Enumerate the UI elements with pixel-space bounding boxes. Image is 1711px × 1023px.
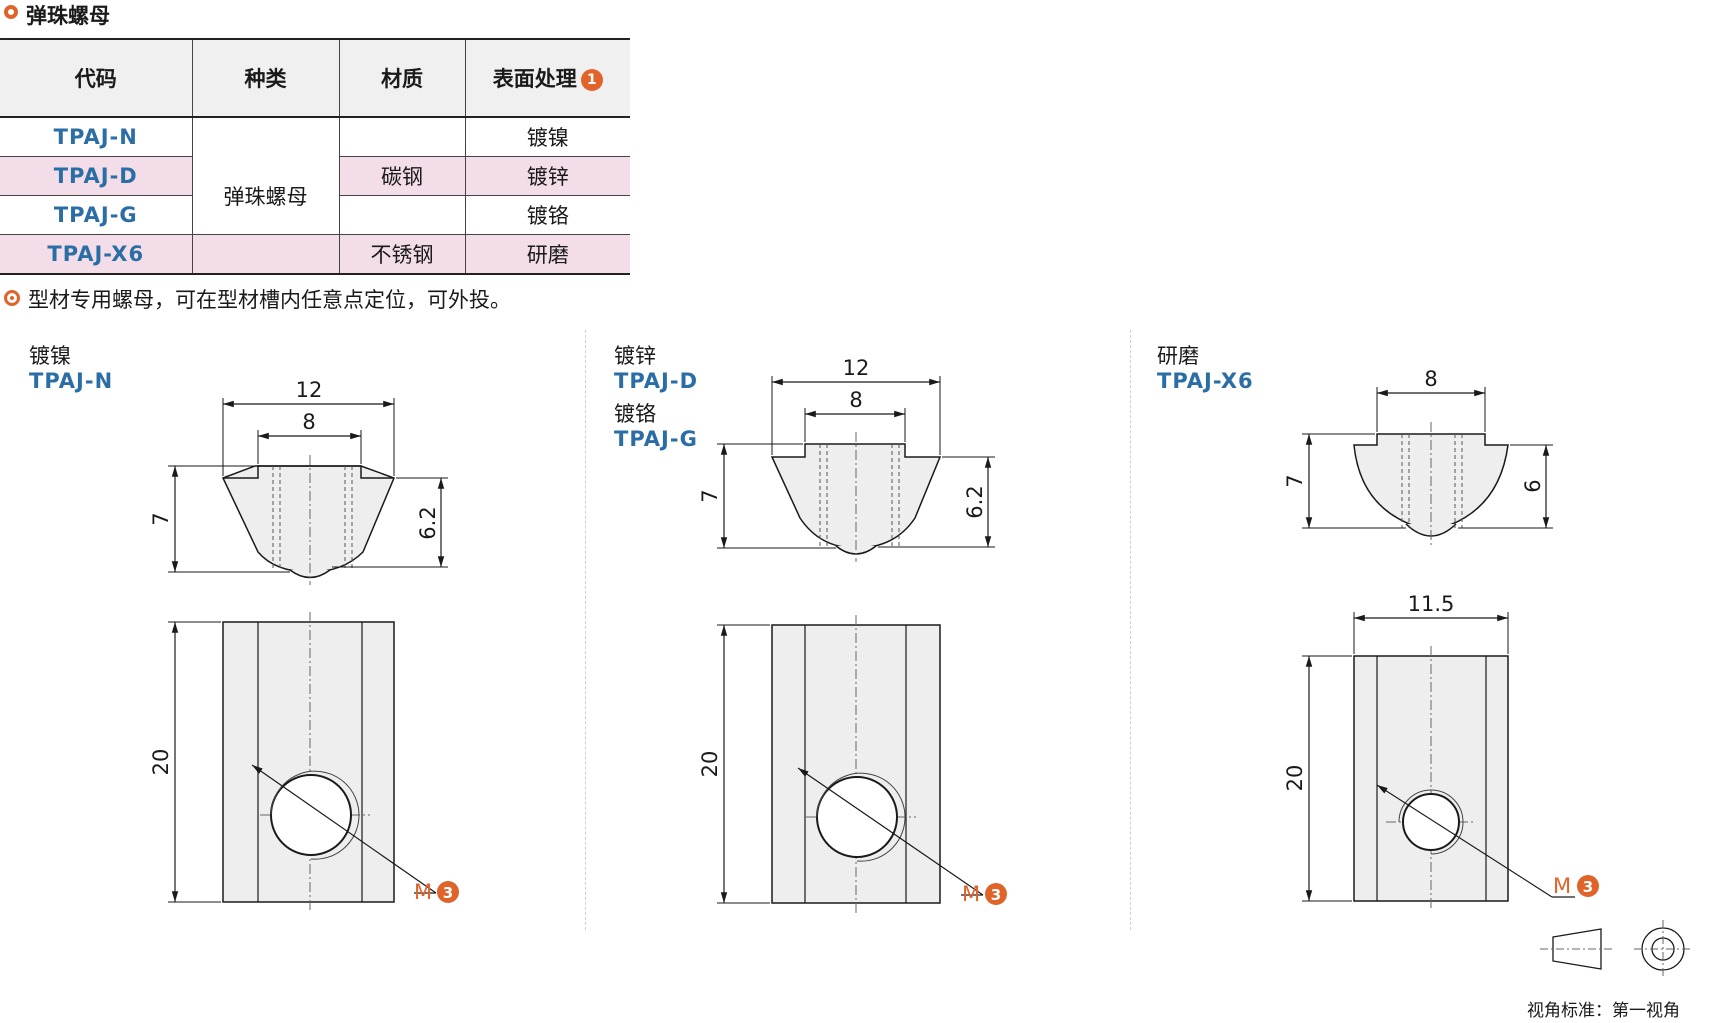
view2-thread-badge-icon [985, 883, 1007, 905]
view1-finish-label: 镀镍 [29, 344, 71, 368]
section-title: 弹珠螺母 [26, 4, 110, 28]
view1-top-view: 20 M 3 [149, 612, 459, 912]
view2-finish-label: 镀锌 [614, 344, 656, 368]
row-surface: 研磨 [464, 234, 630, 275]
section-bullet-icon [4, 5, 18, 19]
view-divider [1130, 330, 1131, 930]
table-row: TPAJ-G 镀铬 [0, 195, 630, 235]
feature-note: 型材专用螺母，可在型材槽内任意点定位，可外投。 [28, 288, 511, 312]
note-bullet-icon [4, 290, 20, 306]
view2-thread-label: M [962, 882, 980, 906]
view3-code-label: TPAJ-X6 [1157, 369, 1254, 393]
header-material: 材质 [338, 38, 465, 118]
row-code: TPAJ-G [0, 195, 192, 235]
material-cell-blank [338, 195, 465, 235]
view3-thread-label: M [1553, 874, 1571, 898]
view2-dim-slot-width: 8 [849, 388, 862, 412]
view2-dim-height: 7 [698, 489, 722, 502]
projection-standard-label: 视角标准：第一视角 [1527, 1001, 1680, 1021]
view3-top-view: 11.5 20 M 3 [1283, 592, 1599, 911]
type-cell-blank [191, 234, 339, 275]
material-cell-blank [338, 117, 465, 157]
view2-dim-length: 20 [698, 751, 722, 778]
header-surface-label: 表面处理 [492, 67, 577, 91]
view1-thread-badge-icon [437, 881, 459, 903]
view1-dim-height: 7 [149, 512, 173, 525]
view3-front-profile: 8 7 6 [1283, 367, 1553, 545]
type-cell: 弹珠螺母 [191, 117, 339, 235]
table-row: TPAJ-X6 不锈钢 研磨 [0, 234, 630, 275]
view2-dim-inner-height: 6.2 [963, 485, 987, 518]
view3-dim-top-width: 8 [1424, 367, 1437, 391]
view1-dim-length: 20 [149, 749, 173, 776]
row-code: TPAJ-D [0, 156, 192, 196]
first-angle-projection-icon [1540, 920, 1692, 978]
view3-dim-body-width: 11.5 [1408, 592, 1455, 616]
view1-dim-top-width: 12 [296, 378, 323, 402]
view3-thread-badge-icon [1577, 875, 1599, 897]
view1-front-profile: 12 8 7 6.2 [149, 378, 448, 585]
header-type: 种类 [191, 38, 339, 118]
view3-finish-label: 研磨 [1157, 344, 1199, 368]
view3-dim-inner-height: 6 [1521, 479, 1545, 492]
row-code: TPAJ-X6 [0, 234, 192, 275]
view1-code-label: TPAJ-N [29, 369, 114, 393]
row-surface: 镀铬 [464, 195, 630, 235]
view1-thread-label: M [414, 880, 432, 904]
row-surface: 镀镍 [464, 117, 630, 157]
view1-dim-slot-width: 8 [302, 410, 315, 434]
view-divider [585, 330, 586, 930]
table-row: TPAJ-N 弹珠螺母 镀镍 [0, 117, 630, 235]
view2-finish2-label: 镀铬 [614, 402, 656, 426]
view2-top-view: 20 M 3 [698, 615, 1007, 913]
material-cell-carbon: 碳钢 [338, 156, 465, 196]
view3-dim-length: 20 [1283, 765, 1307, 792]
header-code: 代码 [0, 38, 192, 118]
table-row: TPAJ-D 碳钢 镀锌 [0, 156, 630, 196]
view2-front-profile: 12 8 7 6.2 [698, 356, 995, 562]
view3-thread-badge: 3 [1583, 878, 1593, 896]
view1-thread-badge: 3 [443, 884, 453, 902]
row-surface: 镀锌 [464, 156, 630, 196]
view2-code-label: TPAJ-D [614, 369, 699, 393]
surface-note-badge: 1 [580, 69, 603, 91]
view2-dim-top-width: 12 [843, 356, 870, 380]
view2-code2-label: TPAJ-G [614, 427, 698, 451]
row-code: TPAJ-N [0, 117, 192, 157]
material-cell-stainless: 不锈钢 [338, 234, 465, 275]
view2-thread-badge: 3 [991, 886, 1001, 904]
view3-dim-height: 7 [1283, 474, 1307, 487]
view1-dim-inner-height: 6.2 [416, 506, 440, 539]
